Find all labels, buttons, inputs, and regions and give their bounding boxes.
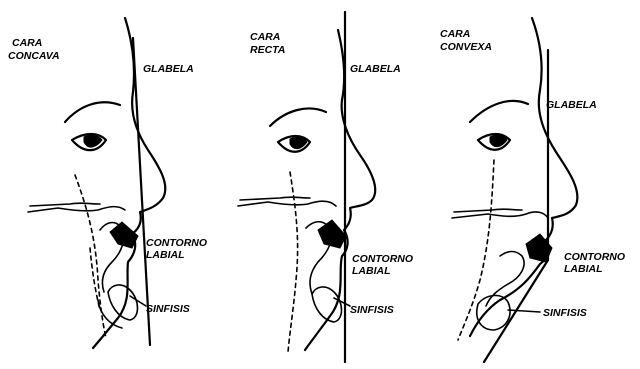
panel-concave: CARA CONCAVA GLABELA CONTORNO LABIAL SIN…	[8, 18, 207, 348]
panel-title-line-2: CONCAVA	[8, 50, 60, 62]
sinfisis-label: SINFISIS	[146, 303, 190, 315]
panel-title-line-1: CARA	[12, 37, 42, 49]
contorno-label-line-1: CONTORNO	[564, 251, 625, 263]
contorno-label-line-2: LABIAL	[146, 249, 185, 261]
contorno-label-line-1: CONTORNO	[352, 253, 413, 265]
eyebrow	[470, 101, 528, 122]
panel-title-line-2: RECTA	[250, 44, 285, 56]
contorno-label-line-2: LABIAL	[352, 265, 391, 277]
glabela-label: GLABELA	[143, 63, 194, 75]
panel-title-line-1: CARA	[250, 31, 280, 43]
symphysis	[477, 295, 510, 330]
palate-upper	[240, 197, 310, 200]
glabela-label: GLABELA	[350, 63, 401, 75]
incisors	[318, 220, 346, 248]
panel-title-line-1: CARA	[440, 28, 470, 40]
eyebrow	[270, 108, 326, 126]
palate	[238, 201, 336, 206]
symphysis	[108, 285, 138, 320]
panel-convex: CARA CONVEXA GLABELA CONTORNO LABIAL SIN…	[440, 18, 625, 362]
sinfisis-pointer	[508, 310, 540, 312]
sinfisis-label: SINFISIS	[543, 307, 587, 319]
contorno-label-line-2: LABIAL	[564, 263, 603, 275]
panel-straight: CARA RECTA GLABELA CONTORNO LABIAL SINFI…	[238, 12, 413, 362]
face-profile	[470, 18, 577, 336]
contorno-label-line-1: CONTORNO	[146, 237, 207, 249]
eyebrow	[65, 102, 120, 122]
palate	[28, 207, 125, 212]
glabela-label: GLABELA	[546, 99, 597, 111]
skeletal-line	[288, 172, 298, 352]
pupil	[84, 135, 102, 147]
palate-upper	[30, 203, 100, 206]
palate-upper	[454, 209, 522, 212]
palate	[452, 212, 548, 218]
sinfisis-label: SINFISIS	[350, 304, 394, 316]
panel-title-line-2: CONVEXA	[440, 41, 492, 53]
